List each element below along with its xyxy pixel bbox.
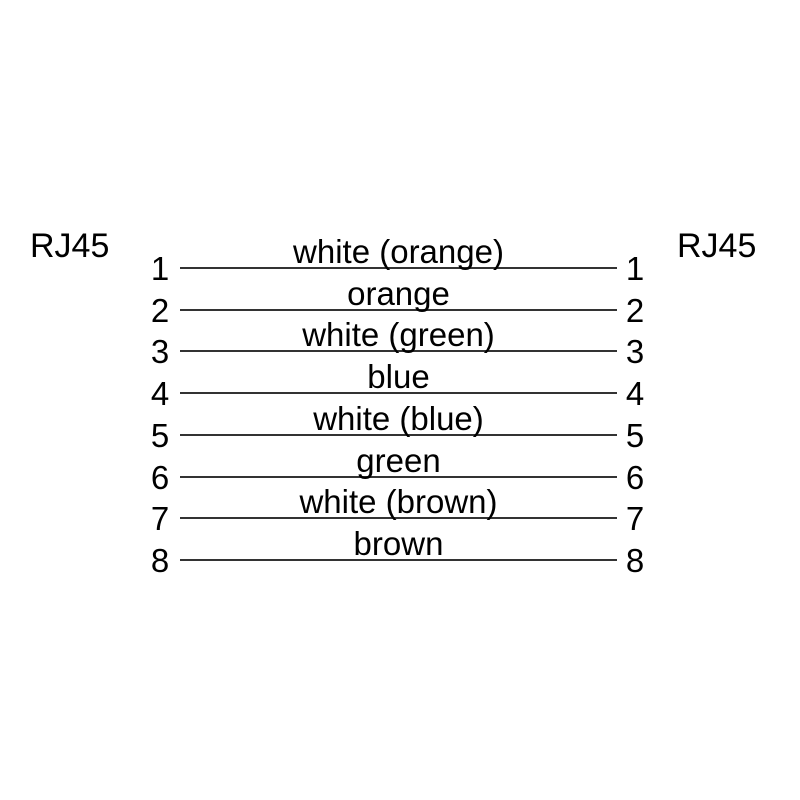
right-pin-number: 3 — [625, 333, 645, 370]
left-pin-number: 1 — [150, 250, 170, 287]
left-pin-number: 4 — [150, 375, 170, 412]
wire-color-label: white (blue) — [313, 400, 484, 437]
left-connector-label: RJ45 — [30, 227, 110, 265]
wire-line — [180, 559, 617, 561]
right-pin-number: 4 — [625, 375, 645, 412]
wire-color-label: green — [356, 442, 441, 479]
right-pin-number: 1 — [625, 250, 645, 287]
wire-line — [180, 517, 617, 519]
wire-line — [180, 392, 617, 394]
left-pin-number: 2 — [150, 292, 170, 329]
wire-line — [180, 309, 617, 311]
left-pin-number: 3 — [150, 333, 170, 370]
left-pin-number: 8 — [150, 542, 170, 579]
right-pin-number: 8 — [625, 542, 645, 579]
left-pin-number: 6 — [150, 459, 170, 496]
wire-line — [180, 476, 617, 478]
right-pin-number: 7 — [625, 500, 645, 537]
wire-line — [180, 434, 617, 436]
wire-color-label: white (green) — [302, 316, 495, 353]
wire-color-label: white (brown) — [299, 483, 498, 520]
right-connector-label: RJ45 — [677, 227, 757, 265]
wire-line — [180, 350, 617, 352]
wire-color-label: blue — [367, 358, 430, 395]
right-pin-number: 6 — [625, 459, 645, 496]
right-pin-number: 2 — [625, 292, 645, 329]
wire-line — [180, 267, 617, 269]
right-pin-number: 5 — [625, 417, 645, 454]
wire-color-label: brown — [353, 525, 444, 562]
left-pin-number: 7 — [150, 500, 170, 537]
wire-color-label: orange — [347, 275, 450, 312]
wire-color-label: white (orange) — [293, 233, 504, 270]
left-pin-number: 5 — [150, 417, 170, 454]
